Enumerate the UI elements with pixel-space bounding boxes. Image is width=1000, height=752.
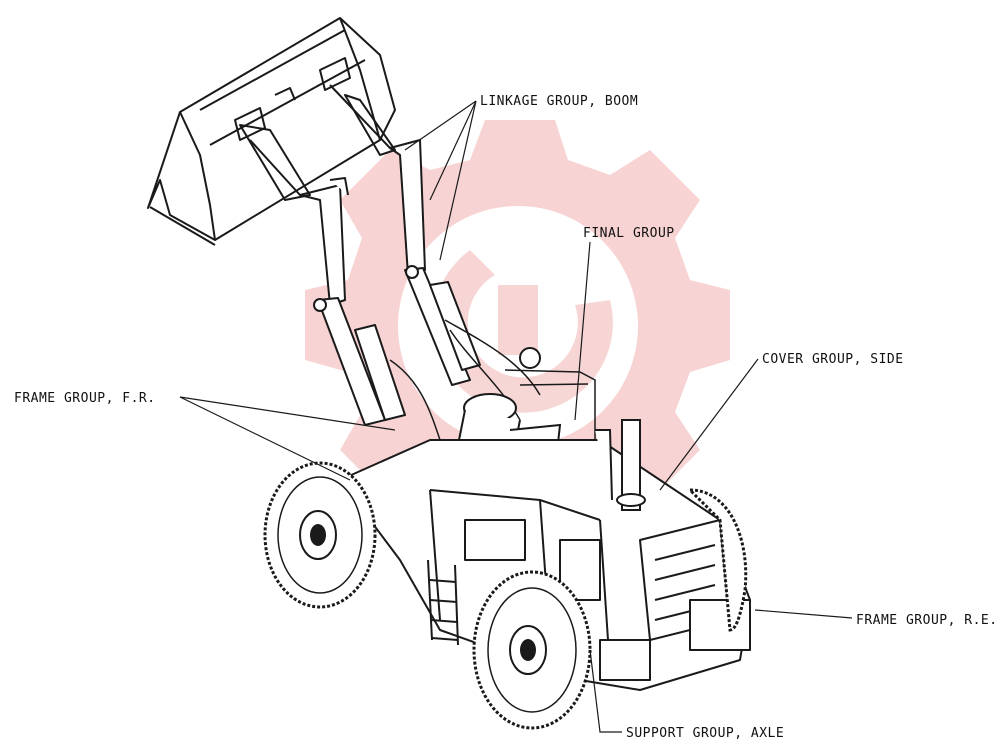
- front-left-tire: [263, 461, 377, 609]
- front-right-tire: [472, 570, 592, 730]
- label-frame-group-fr: FRAME GROUP, F.R.: [14, 391, 156, 406]
- label-final-group: FINAL GROUP: [583, 226, 675, 241]
- boom-linkage: [239, 84, 481, 426]
- leader-lines: [179, 100, 853, 733]
- rear-tire: [686, 488, 748, 632]
- ladder: [427, 559, 459, 646]
- exhaust-stack: [595, 419, 646, 511]
- label-support-group-axle: SUPPORT GROUP, AXLE: [626, 726, 785, 741]
- bucket: [147, 17, 396, 246]
- label-cover-group-side: COVER GROUP, SIDE: [762, 352, 904, 367]
- label-frame-group-re: FRAME GROUP, R.E.: [856, 613, 998, 628]
- label-linkage-group-boom: LINKAGE GROUP, BOOM: [480, 94, 639, 109]
